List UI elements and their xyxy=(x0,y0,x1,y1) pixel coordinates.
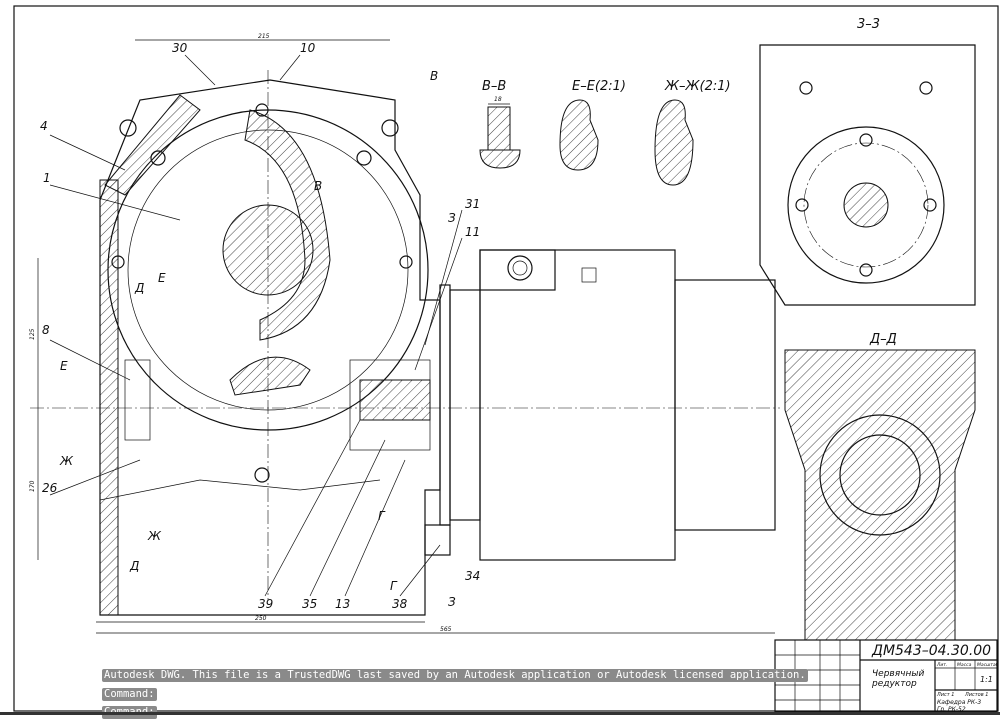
svg-text:Д: Д xyxy=(134,281,144,295)
cut-letters: В В Д Д Е Е Ж Ж Г Г З З xyxy=(59,69,456,609)
svg-text:В–В: В–В xyxy=(482,79,506,94)
svg-text:Кафедра РК-3: Кафедра РК-3 xyxy=(937,699,981,706)
svg-text:565: 565 xyxy=(440,626,452,633)
callout-4: 4 xyxy=(40,119,48,133)
svg-text:З: З xyxy=(448,595,456,609)
callout-34: 34 xyxy=(465,569,480,583)
svg-text:В: В xyxy=(314,179,322,193)
svg-text:Лит.: Лит. xyxy=(936,662,947,668)
main-view xyxy=(30,39,780,634)
sheet-frame xyxy=(13,5,999,712)
svg-text:редуктор: редуктор xyxy=(871,679,917,689)
callout-10: 10 xyxy=(300,41,316,55)
callout-1: 1 xyxy=(43,171,51,185)
svg-text:Е: Е xyxy=(60,359,68,373)
callout-13: 13 xyxy=(335,597,350,611)
svg-text:1:1: 1:1 xyxy=(980,675,993,684)
svg-text:Ж–Ж(2:1): Ж–Ж(2:1) xyxy=(664,79,731,94)
svg-text:250: 250 xyxy=(255,615,267,622)
section-views: В–В Е–Е(2:1) Ж–Ж(2:1) 3–3 Д–Д xyxy=(479,17,976,641)
designation: ДМ543–04.30.00 xyxy=(871,643,991,659)
svg-text:215: 215 xyxy=(258,33,270,40)
title-block: ДМ543–04.30.00 Червячный редуктор Лит. М… xyxy=(774,639,999,713)
dimension-small: 18 xyxy=(494,96,502,103)
callout-35: 35 xyxy=(302,597,317,611)
svg-text:Листов 1: Листов 1 xyxy=(964,692,988,698)
svg-text:125: 125 xyxy=(29,328,36,340)
svg-text:В: В xyxy=(430,69,438,83)
svg-text:Масса: Масса xyxy=(957,662,972,668)
command-history-prompt: Command: xyxy=(102,688,157,701)
callout-11: 11 xyxy=(465,225,480,239)
svg-text:Масштаб: Масштаб xyxy=(977,662,999,668)
svg-text:Ж: Ж xyxy=(59,454,74,468)
svg-text:Е: Е xyxy=(158,271,166,285)
svg-text:Д–Д: Д–Д xyxy=(869,332,897,347)
callout-30: 30 xyxy=(172,41,188,55)
command-history-message: Autodesk DWG. This file is a TrustedDWG … xyxy=(102,669,808,682)
svg-text:3–3: 3–3 xyxy=(857,17,880,32)
dimension-values: 215 250 565 125 170 18 xyxy=(29,33,510,633)
svg-text:170: 170 xyxy=(29,480,36,492)
svg-text:Г: Г xyxy=(378,509,386,523)
callout-38: 38 xyxy=(392,597,408,611)
svg-text:Г: Г xyxy=(390,579,398,593)
command-line-border xyxy=(0,712,1000,715)
callout-26: 26 xyxy=(42,481,58,495)
callout-8: 8 xyxy=(42,323,50,337)
callout-labels: 30 10 4 1 8 26 39 35 13 38 34 31 11 xyxy=(40,41,480,611)
svg-text:Лист 1: Лист 1 xyxy=(936,692,954,698)
svg-text:Червячный: Червячный xyxy=(872,669,924,679)
callout-31: 31 xyxy=(465,197,480,211)
svg-text:Д: Д xyxy=(129,559,139,573)
svg-text:Е–Е(2:1): Е–Е(2:1) xyxy=(572,79,626,94)
svg-text:Гр. РК-52: Гр. РК-52 xyxy=(937,706,966,713)
callout-39: 39 xyxy=(258,597,273,611)
svg-text:Ж: Ж xyxy=(147,529,162,543)
svg-text:З: З xyxy=(448,211,456,225)
